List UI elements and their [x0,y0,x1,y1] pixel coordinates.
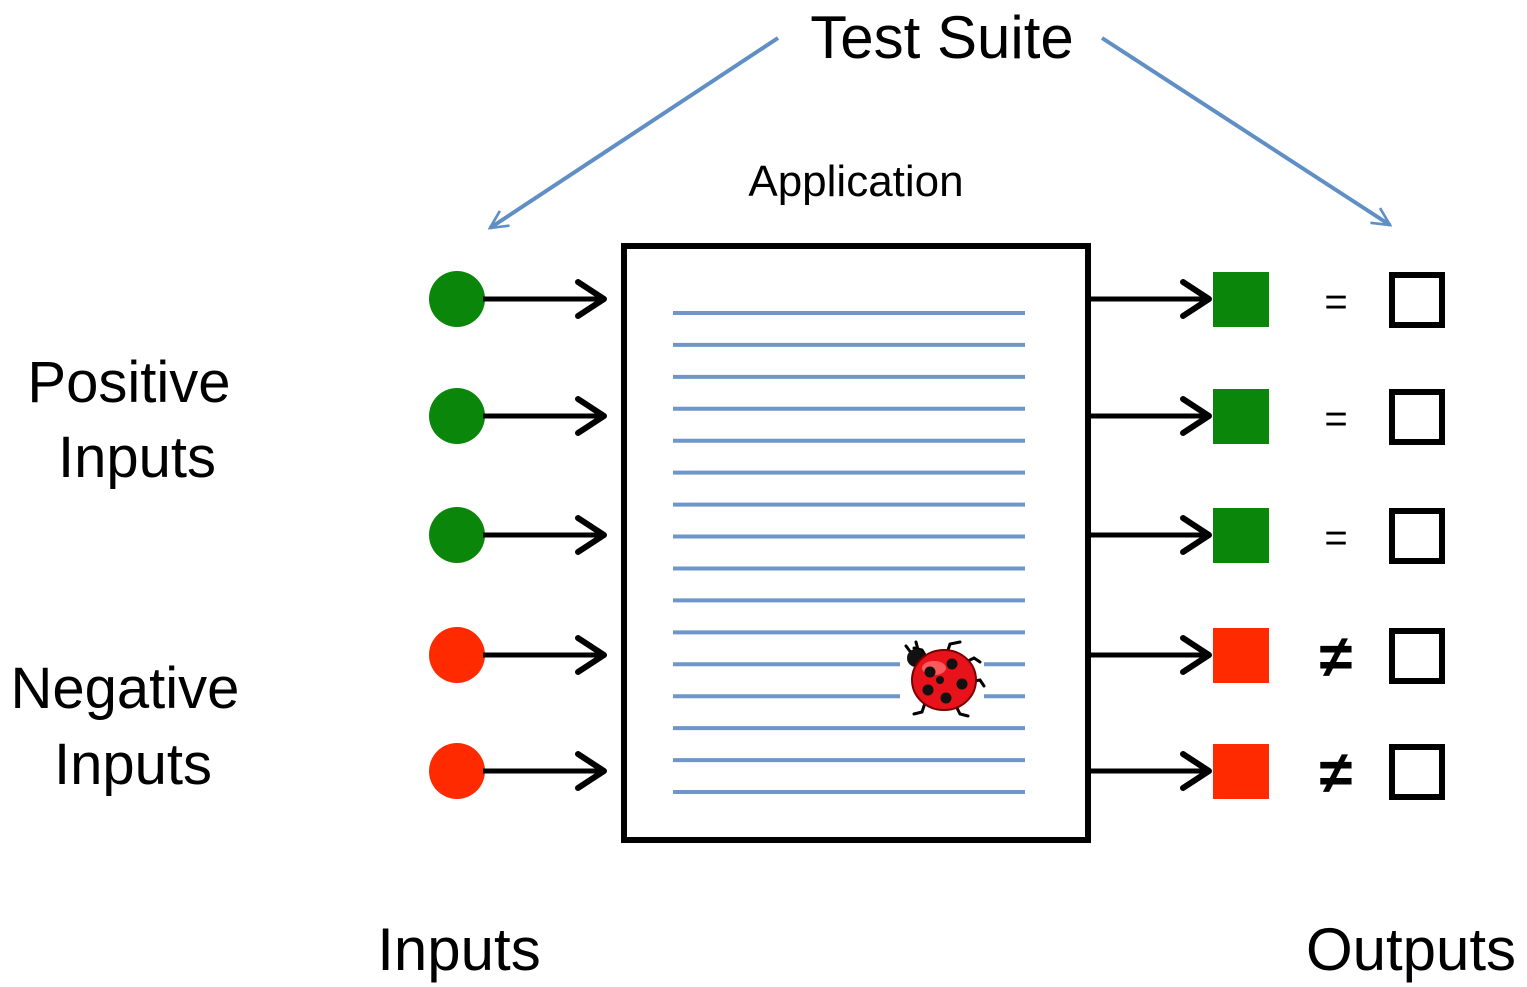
io-row: = [429,271,1445,328]
fail-output-square [1213,628,1269,683]
pass-output-square [1213,508,1269,563]
input-arrow-head [575,515,607,555]
inputs-footer-label: Inputs [377,916,540,983]
io-row: = [429,388,1445,445]
positive-inputs-label: Positive Inputs [27,350,246,490]
equals-symbol: = [1324,280,1347,324]
not-equals-symbol: ≠ [1320,739,1353,806]
outputs-footer-label: Outputs [1306,916,1516,983]
pass-output-square [1213,272,1269,327]
test-suite-arrow-to-outputs [1100,36,1390,227]
application-box [621,243,1091,843]
ladybug-icon [900,636,986,720]
expected-output-box [1389,508,1445,564]
positive-input-dot [429,507,485,563]
output-arrow-head [1180,635,1212,675]
pass-output-square [1213,389,1269,444]
fail-output-square [1213,744,1269,799]
expected-output-box [1389,389,1445,445]
negative-inputs-label: Negative Inputs [10,656,255,797]
io-row: ≠ [429,739,1445,806]
output-arrow-head [1180,279,1212,319]
io-row: ≠ [429,623,1445,690]
test-suite-arrow-to-inputs [490,36,780,230]
io-rows: = = = ≠ ≠ [429,271,1445,806]
expected-output-box [1389,272,1445,328]
positive-input-dot [429,271,485,327]
negative-input-dot [429,627,485,683]
input-arrow-head [575,635,607,675]
output-arrow-head [1180,396,1212,436]
input-arrow-head [575,396,607,436]
equals-symbol: = [1324,516,1347,560]
not-equals-symbol: ≠ [1320,623,1353,690]
expected-output-box [1389,744,1445,800]
output-arrow-head [1180,751,1212,791]
test-suite-title: Test Suite [810,4,1073,71]
equals-symbol: = [1324,397,1347,441]
input-arrow-head [575,751,607,791]
input-arrow-head [575,279,607,319]
application-label: Application [748,157,963,206]
io-row: = [429,507,1445,564]
negative-input-dot [429,743,485,799]
expected-output-box [1389,628,1445,684]
positive-input-dot [429,388,485,444]
output-arrow-head [1180,515,1212,555]
